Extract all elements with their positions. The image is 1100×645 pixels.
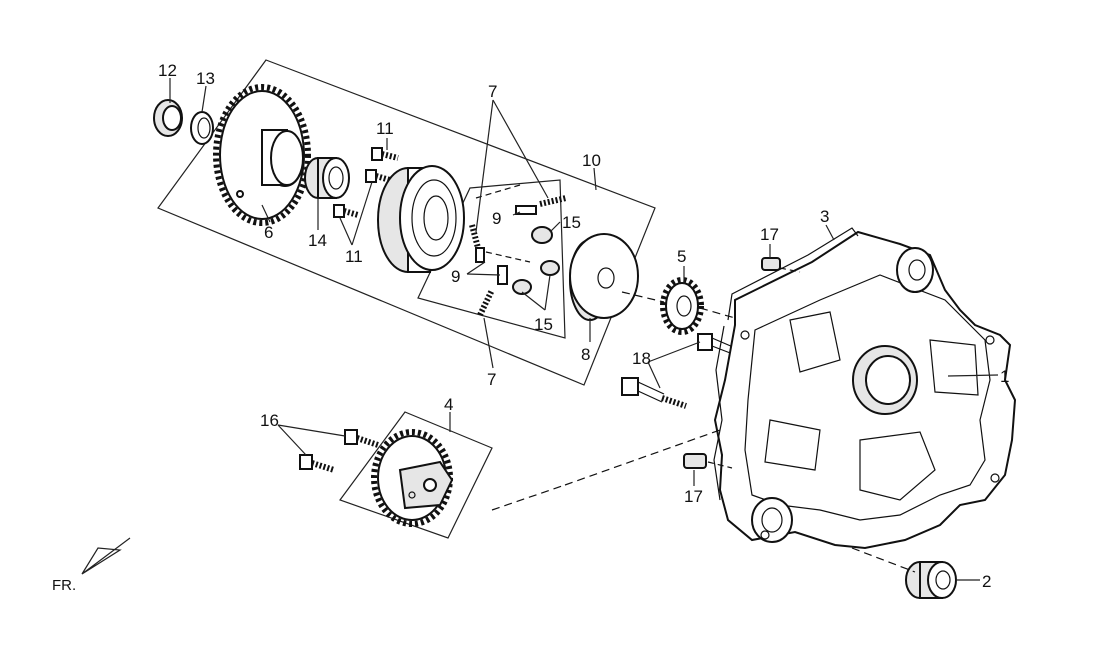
label-2: 2 [982, 572, 991, 591]
label-15-lower: 15 [534, 315, 553, 334]
dowel-pin-part-17-lower [683, 453, 707, 469]
label-10: 10 [582, 151, 601, 170]
screw-part-16-lower [299, 454, 335, 473]
drive-gear-part-5 [660, 277, 704, 335]
spring-part-7-lower [477, 288, 495, 317]
label-1: 1 [1000, 367, 1009, 386]
front-marker-label: FR. [52, 577, 76, 594]
label-14: 14 [308, 231, 327, 250]
washer-part-13 [190, 111, 214, 145]
label-7-top: 7 [488, 82, 497, 101]
label-8: 8 [581, 345, 590, 364]
clutch-plate-part-8 [569, 233, 639, 321]
starter-driven-gear-part-6 [213, 84, 311, 226]
gasket-part-3 [713, 227, 859, 501]
bushing-part-2 [905, 561, 957, 599]
label-18: 18 [632, 349, 651, 368]
one-way-clutch-body [377, 165, 465, 273]
label-16: 16 [260, 411, 279, 430]
label-3: 3 [820, 207, 829, 226]
label-13: 13 [196, 69, 215, 88]
label-9-lower: 9 [451, 267, 460, 286]
bolt-part-18-lower [621, 377, 687, 409]
label-9-upper: 9 [492, 209, 501, 228]
label-7-bottom: 7 [487, 370, 496, 389]
spring-part-7-upper [539, 195, 567, 207]
dowel-pin-part-17-upper [761, 257, 781, 271]
oil-pump-part-4 [371, 429, 454, 527]
label-17-top: 17 [760, 225, 779, 244]
label-11-top: 11 [376, 119, 394, 138]
oil-pump-frame [339, 411, 493, 539]
oil-seal-part-12 [153, 99, 183, 137]
roller-part-15-c [512, 279, 532, 295]
leader-lines [169, 78, 999, 581]
label-11-bottom: 11 [345, 247, 363, 266]
part-labels: 12 13 11 7 10 9 15 6 14 11 9 15 8 7 5 3 … [158, 61, 1009, 591]
label-17-bottom: 17 [684, 487, 703, 506]
screw-part-16-upper [344, 429, 379, 448]
label-12: 12 [158, 61, 177, 80]
label-5: 5 [677, 247, 686, 266]
front-direction-marker: FR. [52, 537, 131, 594]
crankcase-part-1 [713, 230, 1017, 550]
label-6: 6 [264, 223, 273, 242]
bolt-part-11-middle [365, 169, 391, 183]
label-15-upper: 15 [562, 213, 581, 232]
plunger-part-9-upper [515, 205, 537, 215]
spring-part-7-inside [469, 224, 485, 263]
assembly-lines [475, 184, 916, 573]
roller-part-15-a [531, 226, 553, 244]
needle-bearing-part-14 [304, 157, 350, 199]
bolt-part-11-lower [333, 204, 359, 218]
bolt-part-11-upper [371, 147, 399, 161]
roller-part-15-b [540, 260, 560, 276]
label-4: 4 [444, 395, 453, 414]
